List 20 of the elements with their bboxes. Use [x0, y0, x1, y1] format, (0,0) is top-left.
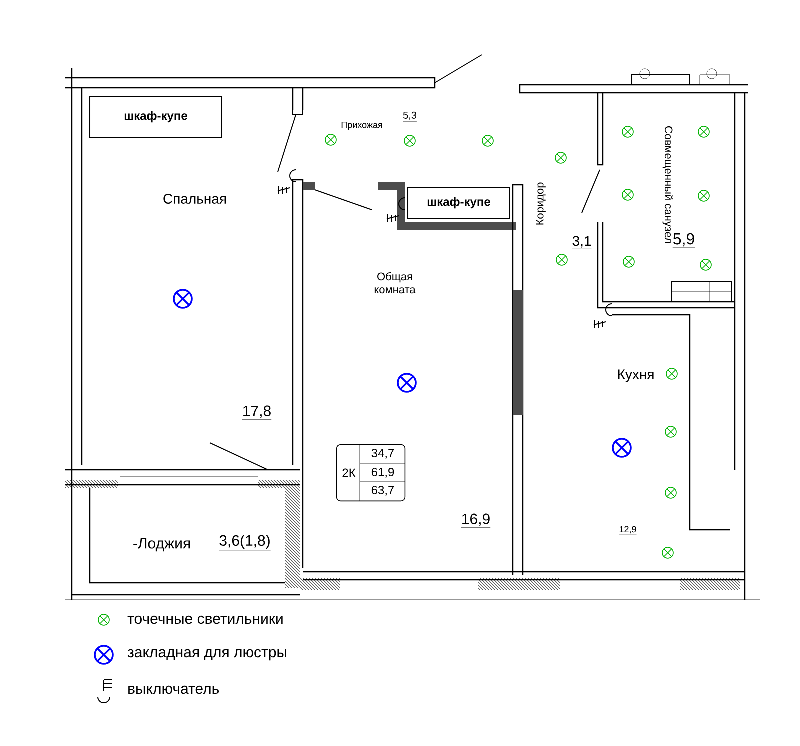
- area-value: 5,3: [402, 112, 418, 122]
- legend-text: точечные светильники: [128, 616, 283, 624]
- area-value: 3,6(1,8): [218, 535, 272, 551]
- legend-text: закладная для люстры: [128, 649, 286, 661]
- room-name: -Лоджия: [134, 538, 190, 552]
- wardrobe-box: шкаф-купе: [408, 187, 510, 219]
- area-table: 2К 34,7 61,9 63,7: [336, 444, 406, 502]
- area-value: 12,9: [619, 526, 637, 536]
- area-value: 16,9: [461, 514, 491, 528]
- legend-text: выключатель: [128, 686, 219, 694]
- area-value: 17,8: [242, 406, 272, 420]
- room-name: Прихожая: [342, 122, 382, 130]
- area-value: 5,9: [672, 233, 696, 248]
- area-value: 3,1: [572, 236, 592, 250]
- room-name: Общая комната: [374, 272, 416, 294]
- room-name: Спальная: [164, 194, 226, 204]
- room-name: Совмещенный санузел: [662, 126, 674, 244]
- room-name: Кухня: [618, 370, 654, 382]
- room-name: Коридор: [536, 182, 546, 225]
- wardrobe-box: шкаф-купе: [90, 96, 222, 138]
